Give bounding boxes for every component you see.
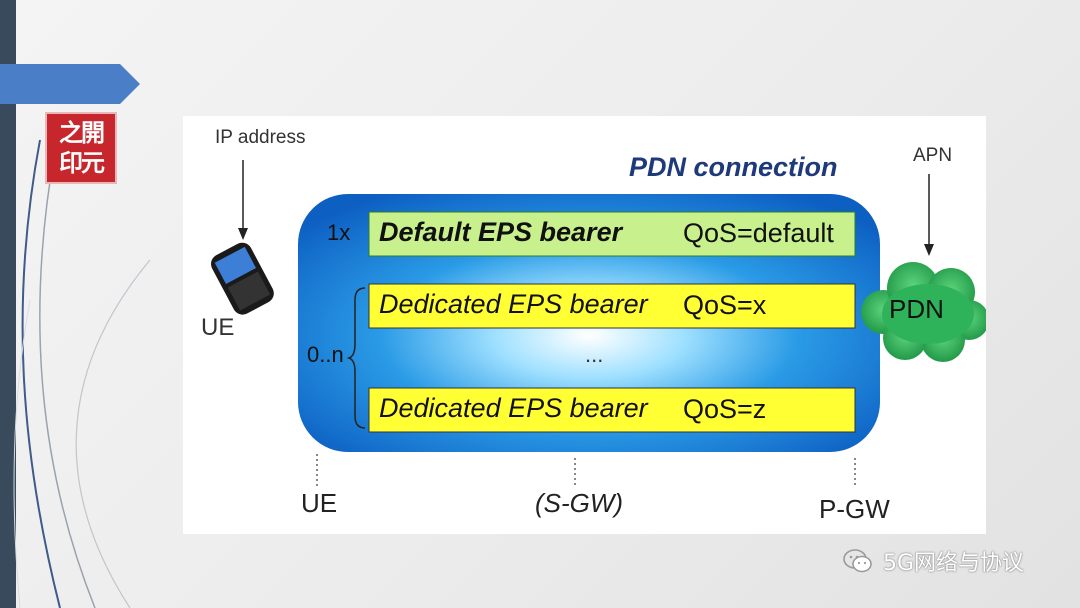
ip-address-arrowhead [238,228,248,240]
pdn-cloud [861,262,986,362]
default-bearer-qos: QoS=default [683,218,834,248]
dedicated-bearer-z-name: Dedicated EPS bearer [379,393,648,423]
phone-icon [211,242,274,315]
dedicated-bearer-x-qos: QoS=x [683,290,767,320]
default-multiplicity: 1x [327,220,351,245]
dedicated-bearer-z-qos: QoS=z [683,394,767,424]
bearer-ellipsis: ... [585,342,604,367]
apn-label: APN [913,145,953,166]
pdn-diagram [211,160,986,486]
watermark-text: 5G网络与协议 [883,551,1025,576]
node-sgw-label: (S-GW) [535,488,624,518]
dedicated-bearer-x-name: Dedicated EPS bearer [379,289,648,319]
wechat-icon [843,549,872,573]
seal-logo: 之開 印元 [45,112,117,184]
watermark: 5G网络与协议 [843,543,1024,579]
ip-address-label: IP address [215,127,306,148]
seal-line-1: 之開 [59,118,105,147]
seal-line-2: 印元 [59,148,105,177]
diagram-panel: IP address PDN connection APN UE 1x 0..n… [183,116,986,534]
pdn-label: PDN [889,294,944,324]
dedicated-bearer-z-bar [368,387,856,433]
default-bearer-bar [368,211,856,257]
pdn-connection-label: PDN connection [629,152,838,182]
dedicated-brace [346,287,366,429]
node-ue-label: UE [301,488,338,518]
dedicated-multiplicity: 0..n [307,342,344,367]
ue-device-label: UE [201,314,235,341]
left-accent-bar [0,0,16,608]
dedicated-bearer-x-bar [368,283,856,329]
default-bearer-name: Default EPS bearer [379,217,623,247]
apn-arrowhead [924,244,934,256]
node-pgw-label: P-GW [819,494,890,524]
title-arrow-banner [0,64,140,104]
